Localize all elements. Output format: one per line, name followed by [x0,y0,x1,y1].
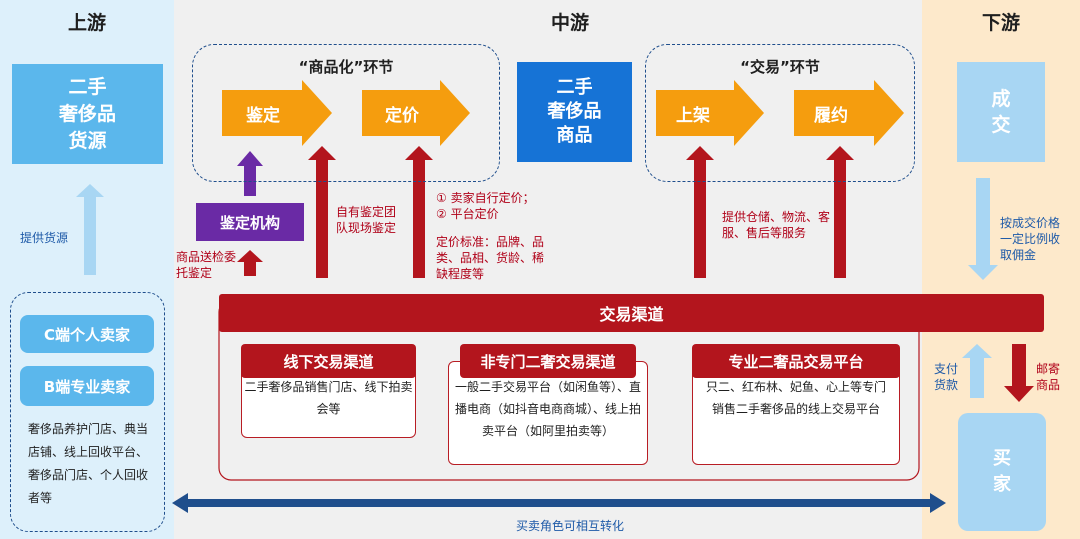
pricing-method-1: ① 卖家自行定价； [436,191,535,205]
offline-channel-title: 线下交易渠道 [241,344,416,378]
send-to-agency-arrow [237,250,263,276]
pay-arrow [962,344,992,398]
goods-box-line3: 商品 [556,125,593,146]
commoditization-group [192,44,500,182]
deal-box-line1: 成 [991,88,1011,110]
pricing-method-2: ② 平台定价 [436,207,499,221]
own-team-label: 自有鉴定团队现场鉴定 [336,205,397,235]
commoditization-title: “商品化”环节 [298,58,394,76]
services-label: 提供仓储、物流、客服、售后等服务 [722,210,831,240]
pricing-source-arrow [405,146,433,278]
channel-header: 交易渠道 [219,294,1044,332]
trade-group [645,44,915,182]
deal-box: 成 交 [957,62,1045,162]
mail-arrow [1004,344,1034,402]
specialized-platform-title: 专业二奢品交易平台 [692,344,900,378]
pricing-criteria: 定价标准：品牌、品类、品相、货龄、稀缺程度等 [436,235,545,281]
midstream-header: 中游 [550,12,589,34]
commission-arrow [968,178,998,280]
upstream-header: 上游 [67,12,106,34]
listing-arrow-shape [656,80,764,146]
pay-label: 支付货款 [934,362,959,392]
provide-source-label: 提供货源 [20,231,69,245]
pricing-methods: ① 卖家自行定价； ② 平台定价 [436,190,566,222]
send-for-appraisal-label: 商品送检委托鉴定 [176,250,237,280]
mail-label: 邮寄商品 [1036,362,1061,392]
specialized-platform-box: 只二、红布林、妃鱼、心上等专门销售二手奢侈品的线上交易平台 [692,361,900,465]
pricing-arrow-shape [362,80,470,146]
appraisal-agency-box: 鉴定机构 [196,203,304,241]
fulfillment-source-arrow [826,146,854,278]
goods-box-line2: 奢侈品 [547,101,602,122]
role-conversion-label: 买卖角色可相互转化 [515,519,624,533]
appraisal-arrow-shape [222,80,332,146]
buyer-box-line2: 家 [993,474,1011,495]
commission-label: 按成交价格一定比例收取佣金 [1000,216,1061,262]
goods-box: 二手 奢侈品 商品 [517,62,632,162]
provide-source-arrow [76,184,104,275]
agency-to-appraisal-arrow [237,151,263,196]
non-specialized-channel-box: 一般二手交易平台（如闲鱼等）、直播电商（如抖音电商商城）、线上拍卖平台（如阿里拍… [448,361,648,465]
trade-title: “交易”环节 [740,58,820,76]
non-specialized-channel-title: 非专门二奢交易渠道 [460,344,636,378]
sellers-group [10,292,165,532]
b-seller-box: B端专业卖家 [20,366,154,406]
goods-box-line1: 二手 [556,77,593,98]
own-team-arrow [308,146,336,278]
buyer-box: 买 家 [958,413,1046,531]
source-box-line2: 奢侈品 [58,102,116,125]
source-box-line3: 货源 [68,129,107,152]
listing-source-arrow [686,146,714,278]
buyer-box-line1: 买 [993,448,1011,469]
role-conversion-arrow [172,493,946,513]
appraisal-label: 鉴定 [246,105,280,126]
b-seller-desc: 奢侈品养护门店、典当店铺、线上回收平台、奢侈品门店、个人回收者等 [28,422,149,505]
deal-box-line2: 交 [991,114,1011,136]
source-box: 二手 奢侈品 货源 [12,64,163,164]
fulfillment-label: 履约 [814,105,848,126]
pricing-label: 定价 [385,105,419,126]
downstream-header: 下游 [981,12,1020,34]
c-seller-box: C端个人卖家 [20,315,154,353]
source-box-line1: 二手 [68,75,107,98]
fulfillment-arrow-shape [794,80,904,146]
listing-label: 上架 [676,105,710,126]
